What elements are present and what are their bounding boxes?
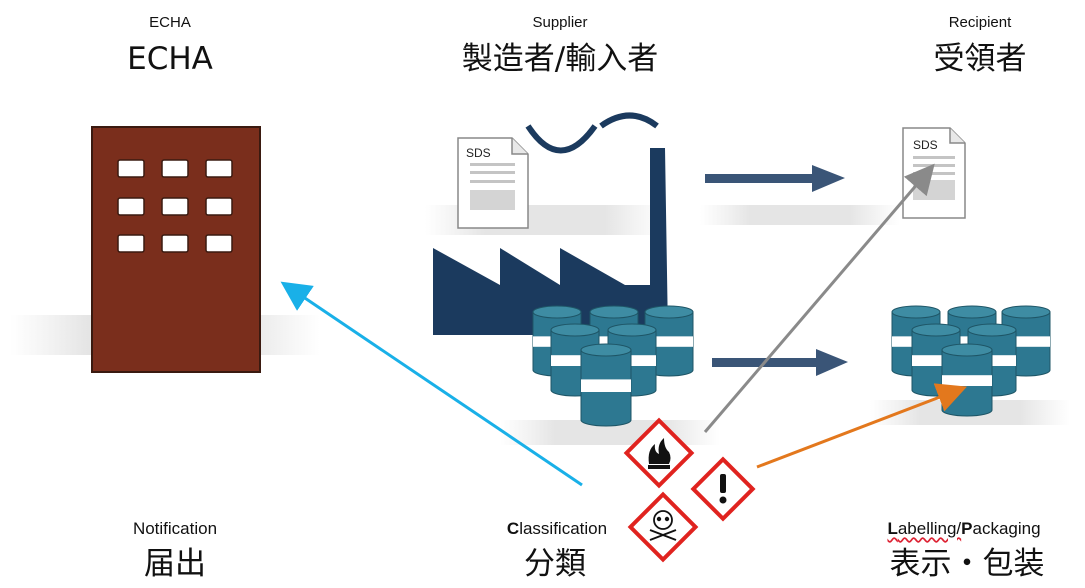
drum-lid [967, 323, 1017, 337]
drum-icon [891, 305, 1051, 417]
sds-arrow [703, 163, 935, 433]
drum-band [645, 336, 693, 347]
supplier-sds-label: SDS [466, 146, 491, 160]
drum-lid [891, 305, 941, 319]
classification-rest: lassification [519, 519, 608, 538]
arrow-shadow [700, 205, 900, 225]
flow-arrow-substance [712, 349, 848, 376]
flame-pictogram [623, 417, 695, 489]
recipient-sds-label: SDS [913, 138, 938, 152]
exclamation-pictogram [690, 456, 756, 522]
drum-band [608, 355, 656, 366]
supplier-large-label: 製造者/輸入者 [461, 41, 659, 77]
flow-arrow-sds [705, 165, 845, 192]
supplier-small-label: Supplier [532, 14, 588, 31]
labelling-ja-label: 表示・包装 [889, 546, 1045, 582]
labelling-bold-p: P [961, 519, 973, 538]
notification-ja-label: 届出 [144, 546, 206, 582]
recipient-small-label: Recipient [948, 14, 1012, 31]
drum-band [581, 379, 631, 392]
drum-lid [911, 323, 961, 337]
drum-band [551, 355, 599, 366]
drum-lid [1001, 305, 1051, 319]
labelling-rest: ackaging [972, 519, 1041, 538]
drum-icon [532, 305, 694, 427]
classification-bold-letter: C [506, 519, 520, 538]
drum-lid [947, 305, 997, 319]
building-icon [91, 126, 261, 373]
document-icon [457, 137, 529, 229]
notification-en-label: Notification [132, 519, 218, 538]
drum-lid [607, 323, 657, 337]
classification-en-label: Classification [482, 519, 632, 539]
factory-icon [433, 112, 668, 335]
echa-large-label: ECHA [127, 41, 213, 77]
notification-arrow [280, 281, 583, 487]
drum-band [912, 355, 960, 366]
drum-lid [532, 305, 582, 319]
drum-lid [580, 343, 632, 357]
drum-lid [550, 323, 600, 337]
classification-ja-label: 分類 [524, 546, 586, 582]
labelling-bold-l: L [887, 519, 898, 538]
labelling-en-label: Labelling/Packaging [848, 519, 1080, 539]
skull-pictogram [627, 491, 699, 563]
labelling-mid: abelling/ [897, 519, 962, 538]
drum-lid [589, 305, 639, 319]
drum-band [942, 375, 992, 386]
echa-small-label: ECHA [149, 14, 191, 31]
drum-lid [941, 343, 993, 357]
drum-band [1002, 336, 1050, 347]
labelling-arrow [756, 383, 968, 469]
drum-lid [644, 305, 694, 319]
recipient-large-label: 受領者 [933, 41, 1027, 77]
